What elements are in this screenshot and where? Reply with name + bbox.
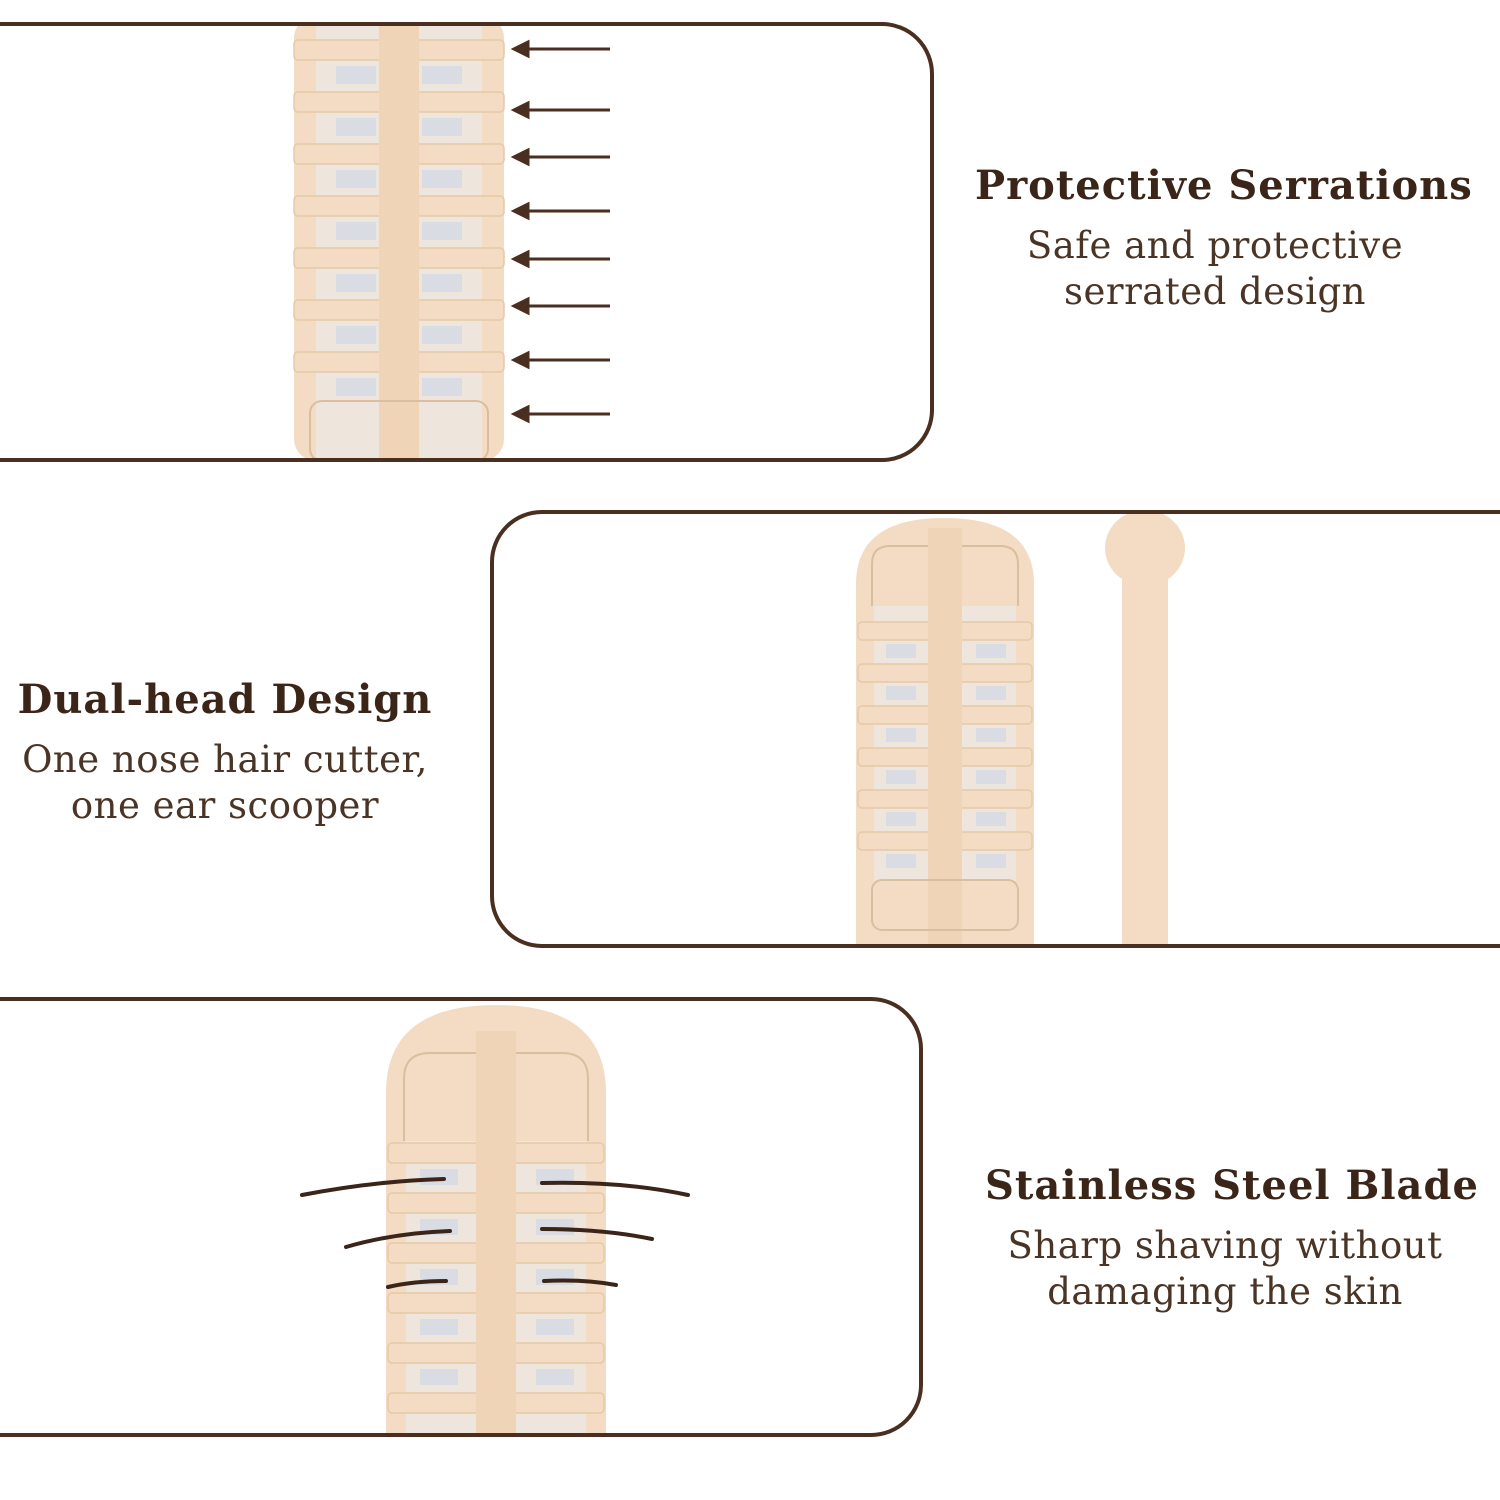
arrow-icon	[510, 147, 610, 167]
cutter-head-closeup-image	[293, 26, 610, 458]
arrow-icon	[510, 296, 610, 316]
arrow-icon	[510, 39, 610, 59]
hair-strand	[300, 1177, 446, 1197]
panel-protective-serrations	[0, 22, 934, 462]
hair-strand	[386, 1279, 448, 1289]
blade-slats	[886, 644, 1006, 868]
feature-protective-serrations: Protective Serrations Safe and protectiv…	[975, 162, 1473, 315]
feature-title: Dual-head Design	[17, 676, 433, 723]
serration-teeth	[293, 39, 505, 373]
hair-strand	[344, 1229, 452, 1249]
center-spine	[379, 26, 419, 458]
ear-scoop-tip	[1105, 514, 1185, 586]
center-spine	[928, 528, 962, 944]
panel-stainless-steel-blade	[0, 997, 923, 1437]
hair-strand	[540, 1227, 654, 1241]
feature-title: Protective Serrations	[975, 162, 1473, 209]
dual-head-image	[856, 514, 1185, 944]
hair-strand	[540, 1180, 690, 1197]
cutter-base-outline	[309, 400, 489, 458]
cutter-base-outline	[871, 879, 1019, 931]
blade-slats	[336, 66, 462, 396]
blade-cutting-hair-image	[300, 1005, 690, 1433]
feature-title: Stainless Steel Blade	[985, 1162, 1479, 1209]
feature-stainless-steel-blade: Stainless Steel Blade Sharp shaving with…	[985, 1162, 1479, 1315]
ear-scoop-handle	[1122, 554, 1168, 944]
feature-dual-head-design: Dual-head Design One nose hair cutter, o…	[10, 676, 440, 829]
feature-description: One nose hair cutter, one ear scooper	[22, 738, 428, 827]
arrow-icon	[510, 404, 610, 424]
center-spine	[476, 1031, 516, 1433]
hair-strand	[542, 1278, 618, 1287]
hair-strands	[300, 1177, 690, 1289]
cutter-head	[386, 1005, 606, 1433]
arrow-group	[510, 39, 610, 424]
feature-description: Safe and protective serrated design	[1026, 224, 1404, 313]
arrow-icon	[510, 100, 610, 120]
panel-dual-head	[490, 510, 1500, 948]
cutter-head	[293, 26, 505, 458]
ear-scoop	[1105, 514, 1185, 944]
arrow-icon	[510, 249, 610, 269]
cutter-head	[856, 518, 1034, 944]
feature-description: Sharp shaving without damaging the skin	[1007, 1224, 1443, 1313]
arrow-icon	[510, 350, 610, 370]
arrow-icon	[510, 201, 610, 221]
